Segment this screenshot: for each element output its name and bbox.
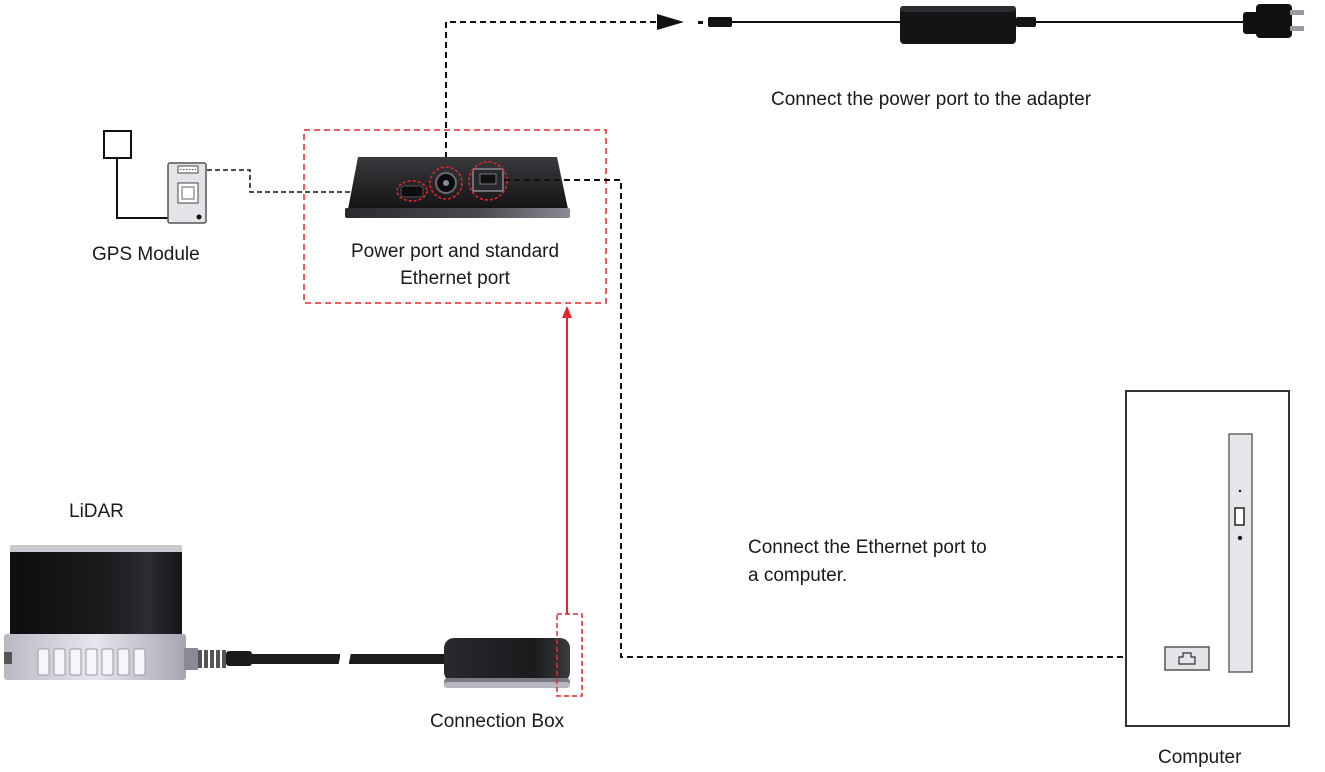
gps-module-label: GPS Module — [92, 244, 200, 265]
power-cable-line — [445, 14, 684, 168]
connection-box — [444, 638, 570, 688]
gps-cable-line — [207, 169, 402, 193]
power-adapter-brick — [900, 6, 1016, 44]
optical-drive — [1228, 433, 1253, 673]
power-adapter — [698, 4, 1304, 44]
gps-module — [103, 130, 207, 224]
ac-plug-icon — [1243, 4, 1304, 38]
computer — [1125, 390, 1290, 727]
lidar-to-interface-arrow — [562, 306, 572, 614]
ethernet-caption-line1: Connect the Ethernet port to — [748, 537, 987, 558]
connection-box-highlight — [556, 613, 583, 697]
lidar-device — [4, 545, 252, 680]
dc-plug-icon — [708, 17, 732, 27]
arrowhead-icon — [657, 14, 684, 30]
gps-antenna-icon — [103, 130, 132, 159]
computer-ethernet-port-icon — [1164, 646, 1210, 671]
interface-box — [345, 157, 570, 218]
ethernet-cable-line — [504, 179, 1160, 667]
connection-box-label: Connection Box — [430, 711, 565, 732]
lidar-label: LiDAR — [69, 501, 124, 522]
arrowhead-icon — [562, 306, 572, 318]
ports-caption-line2: Ethernet port — [400, 268, 510, 289]
computer-label: Computer — [1158, 747, 1242, 768]
ethernet-caption-line2: a computer. — [748, 565, 848, 586]
gps-port-icon — [400, 185, 424, 198]
ports-highlight-frame — [303, 129, 607, 304]
ports-caption-line1: Power port and standard — [350, 241, 560, 262]
power-adapter-caption: Connect the power port to the adapter — [771, 89, 1092, 110]
lidar-cable — [250, 649, 447, 671]
